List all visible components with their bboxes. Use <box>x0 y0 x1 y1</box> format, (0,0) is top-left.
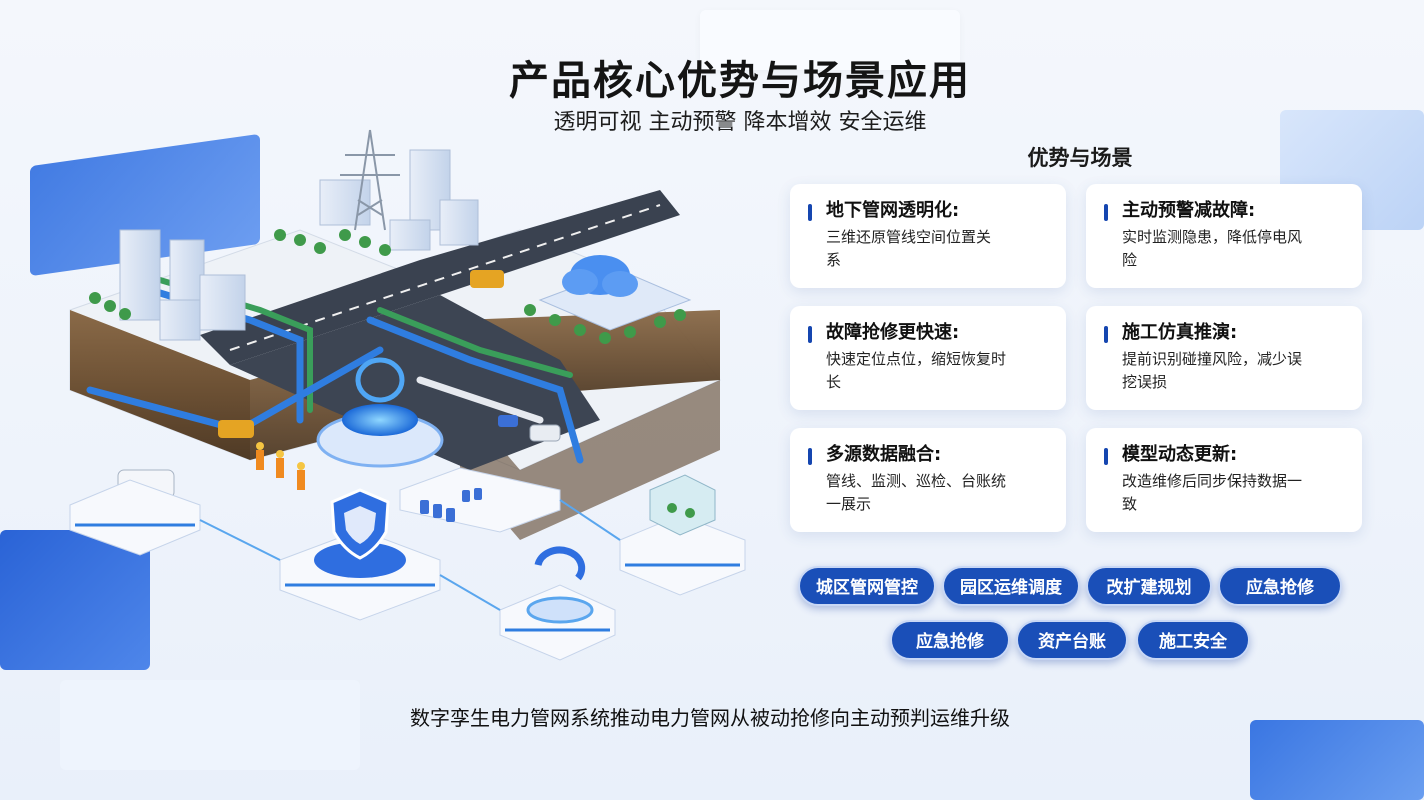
lower-platforms <box>69 467 746 661</box>
card-accent-bar <box>808 326 812 343</box>
scenario-tag-construction-safety: 施工安全 <box>1136 620 1250 660</box>
card-title: 地下管网透明化: <box>826 200 960 221</box>
card-title: 模型动态更新: <box>1122 444 1238 465</box>
card-title: 施工仿真推演: <box>1122 322 1238 343</box>
card-accent-bar <box>1104 204 1108 221</box>
advantage-card-model-update: 模型动态更新: 改造维修后同步保持数据一致 <box>1086 428 1362 532</box>
bg-tile-blue-bottom-left <box>0 530 150 670</box>
card-desc: 实时监测隐患，降低停电风险 <box>1122 228 1303 269</box>
page-title: 产品核心优势与场景应用 <box>509 58 971 104</box>
advantages-section-title: 优势与场景 <box>1027 146 1133 170</box>
advantage-card-construction-sim: 施工仿真推演: 提前识别碰撞风险，减少误挖误损 <box>1086 306 1362 410</box>
cloud-datacenter <box>538 255 692 331</box>
card-accent-bar <box>1104 448 1108 465</box>
power-tower-icon <box>340 129 400 231</box>
scenario-tag-park-ops: 园区运维调度 <box>942 566 1080 606</box>
buildings-left <box>119 229 246 341</box>
greenhouse <box>649 474 716 536</box>
shield-icon <box>314 488 406 578</box>
card-title: 故障抢修更快速: <box>826 322 960 343</box>
bg-tile-blue-bottom-right <box>1250 720 1424 800</box>
scenario-tag-urban-network: 城区管网管控 <box>798 566 936 606</box>
card-desc: 提前识别碰撞风险，减少误挖误损 <box>1122 350 1303 391</box>
advantage-card-fast-repair: 故障抢修更快速: 快速定位点位，缩短恢复时长 <box>790 306 1066 410</box>
card-accent-bar <box>1104 326 1108 343</box>
scenario-tag-expansion-planning: 改扩建规划 <box>1086 566 1212 606</box>
scenario-tag-emergency-repair: 应急抢修 <box>1218 566 1342 606</box>
footer-statement: 数字孪生电力管网系统推动电力管网从被动抢修向主动预判运维升级 <box>410 706 1010 730</box>
sync-icon <box>526 546 594 624</box>
card-desc: 快速定位点位，缩短恢复时长 <box>826 350 1007 391</box>
advantage-card-early-warning: 主动预警减故障: 实时监测隐患，降低停电风险 <box>1086 184 1362 288</box>
center-hologram <box>316 357 444 468</box>
card-title: 多源数据融合: <box>826 444 942 465</box>
card-desc: 三维还原管线空间位置关系 <box>826 228 992 269</box>
pipeline-illustration <box>69 129 746 661</box>
card-accent-bar <box>808 204 812 221</box>
advantage-card-data-fusion: 多源数据融合: 管线、监测、巡检、台账统一展示 <box>790 428 1066 532</box>
scenario-tag-emergency-repair-2: 应急抢修 <box>890 620 1010 660</box>
page-subtitle: 透明可视 主动预警 降本增效 安全运维 <box>553 110 927 135</box>
battery-icons <box>420 488 482 522</box>
bg-tile-light-1 <box>700 10 960 70</box>
trees <box>89 229 686 344</box>
bg-tile-light-2 <box>60 680 360 770</box>
card-accent-bar <box>808 448 812 465</box>
card-desc: 管线、监测、巡检、台账统一展示 <box>826 472 1007 513</box>
card-title: 主动预警减故障: <box>1122 200 1256 221</box>
card-desc: 改造维修后同步保持数据一致 <box>1122 472 1303 513</box>
workers <box>256 442 305 490</box>
advantage-card-transparency: 地下管网透明化: 三维还原管线空间位置关系 <box>790 184 1066 288</box>
scenario-tag-asset-ledger: 资产台账 <box>1016 620 1128 660</box>
